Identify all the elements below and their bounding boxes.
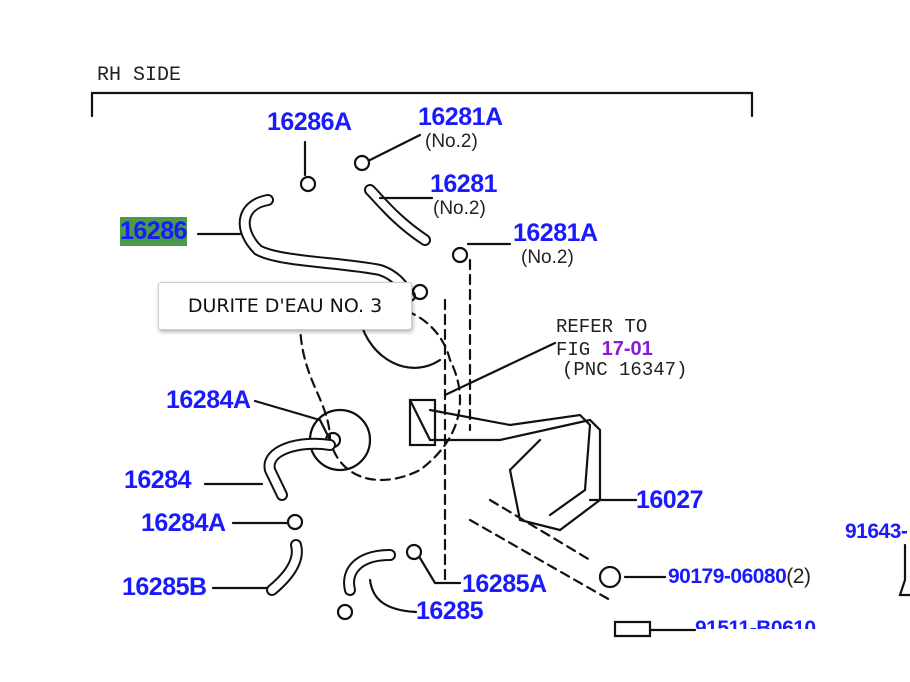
part-90179-06080[interactable]: 90179-06080(2) — [668, 565, 811, 589]
part-91643[interactable]: 91643- — [845, 520, 908, 543]
part-16286-highlighted[interactable]: 16286 — [120, 217, 188, 246]
part-16281A-top-qualifier: (No.2) — [425, 131, 478, 152]
part-quantity: (2) — [786, 565, 811, 588]
part-16281A-mid-qualifier: (No.2) — [521, 247, 574, 268]
part-16027[interactable]: 16027 — [636, 486, 704, 514]
part-16284A-bottom[interactable]: 16284A — [141, 509, 226, 537]
part-16285A[interactable]: 16285A — [462, 570, 547, 598]
part-16281A-top[interactable]: 16281A — [418, 103, 503, 131]
refer-fig-prefix: FIG — [556, 339, 602, 361]
part-number[interactable]: 90179-06080 — [668, 565, 787, 588]
section-label: RH SIDE — [97, 64, 182, 87]
fig-17-01-link[interactable]: 17-01 — [601, 338, 653, 360]
part-16286A[interactable]: 16286A — [267, 108, 352, 136]
part-16281[interactable]: 16281 — [430, 170, 498, 198]
part-91511-B0610[interactable]: 91511-B0610 — [695, 617, 816, 629]
part-name-tooltip: DURITE D'EAU NO. 3 — [158, 282, 412, 330]
refer-line3: (PNC 16347) — [562, 359, 688, 381]
refer-line1: REFER TO — [556, 316, 648, 338]
part-16284[interactable]: 16284 — [124, 466, 192, 494]
part-16281A-mid[interactable]: 16281A — [513, 219, 598, 247]
part-16285B[interactable]: 16285B — [122, 573, 207, 601]
part-16284A-top[interactable]: 16284A — [166, 386, 251, 414]
part-16285[interactable]: 16285 — [416, 597, 484, 625]
part-16281-qualifier: (No.2) — [433, 198, 486, 219]
refer-line2: FIG 17-01 — [556, 338, 653, 361]
